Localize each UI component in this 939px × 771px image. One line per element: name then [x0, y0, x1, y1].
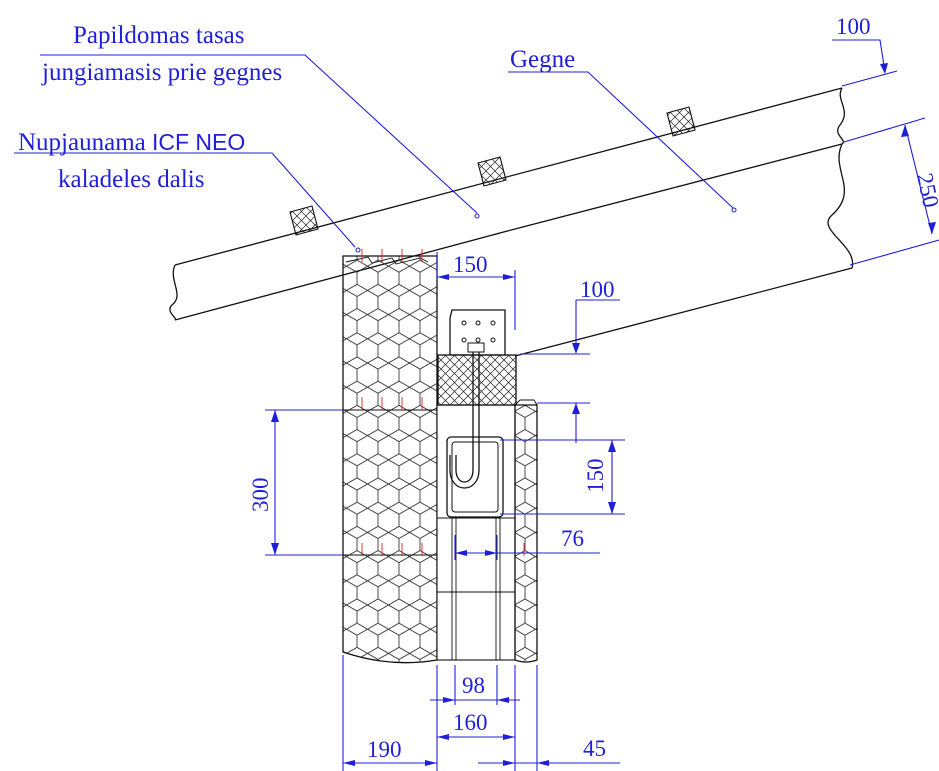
anchor-bolt-2	[449, 347, 480, 489]
label-cut-block-line2: kaladeles dalis	[58, 166, 204, 193]
label-additional-beam-line2: jungiamasis prie gegnes	[41, 59, 282, 86]
additional-beam-top-edge	[174, 87, 843, 266]
dim-bond-beam-height: 150	[583, 459, 608, 494]
dim-block-height: 300	[248, 478, 273, 513]
wall-plate	[437, 354, 517, 406]
label-cut-block-line1: Nupjaunama ICF NEO	[18, 129, 245, 156]
inner-insulation-panel	[342, 255, 438, 664]
rafter-bottom-edge	[514, 267, 853, 357]
stirrup-inner	[451, 441, 499, 513]
right-break-line-upper	[837, 87, 846, 145]
label-cut-block-text: Nupjaunama	[18, 129, 152, 156]
label-rafter: Gegne	[510, 46, 575, 73]
dim-bond-beam-width: 76	[561, 526, 584, 551]
rafter-assembly	[169, 87, 854, 357]
outer-panel-cap	[514, 399, 538, 406]
dim-plate-offset: 100	[580, 277, 615, 302]
dim-rafter-height: 250	[912, 171, 939, 210]
dim-plate-width: 150	[453, 252, 488, 277]
bond-beam-stirrup	[446, 436, 504, 518]
dim-top-thickness: 100	[836, 14, 871, 39]
batten-1	[289, 205, 319, 236]
outer-insulation-panel	[514, 404, 538, 663]
right-break-line-lower	[827, 143, 854, 269]
dim-core-width: 98	[462, 673, 485, 698]
batten-3	[666, 106, 696, 137]
label-additional-beam-line1: Papildomas tasas	[73, 22, 245, 49]
concrete-core	[436, 404, 516, 661]
dim-concrete-width: 160	[453, 710, 488, 735]
cut-block-top	[345, 256, 429, 265]
label-icf-neo: ICF NEO	[152, 129, 245, 155]
dimension-lines	[14, 39, 939, 771]
dim-outer-width: 45	[583, 736, 606, 761]
dim-insulation-width: 190	[367, 737, 402, 762]
left-break-line	[169, 264, 178, 321]
metal-bracket	[449, 309, 506, 356]
icf-wall	[342, 249, 538, 664]
rafter-top-edge	[514, 143, 843, 230]
anchor-bolt	[455, 347, 474, 483]
cut-marks	[361, 249, 525, 556]
batten-2	[477, 156, 507, 187]
